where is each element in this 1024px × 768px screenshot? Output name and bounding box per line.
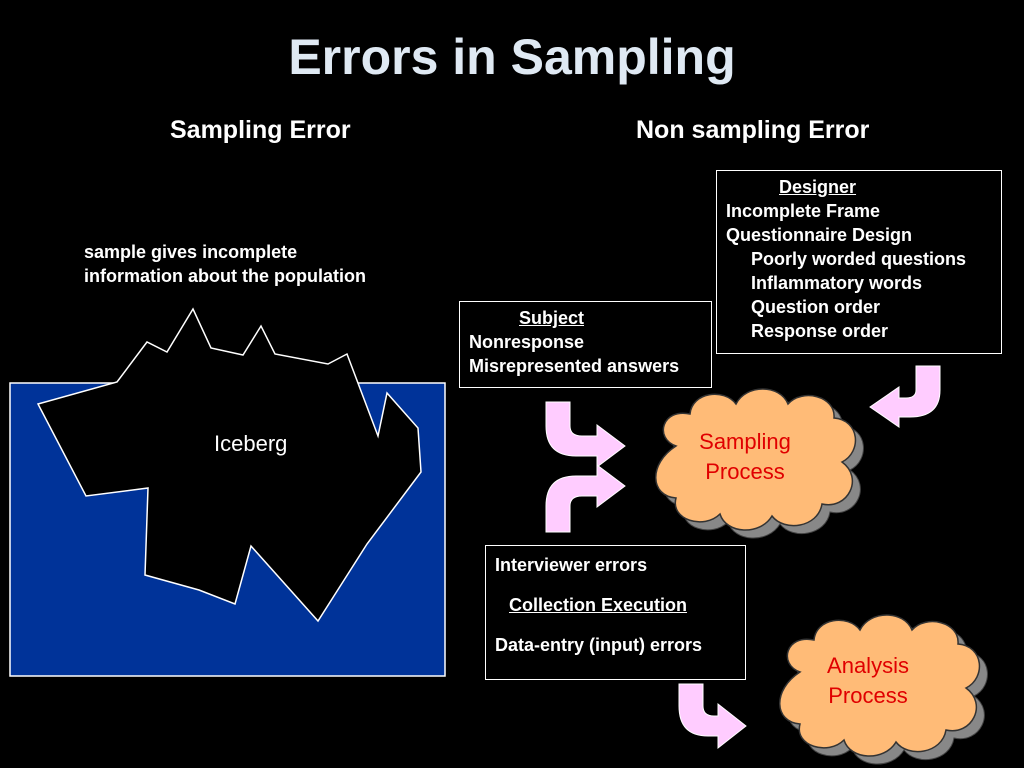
sampling-error-heading: Sampling Error [170,116,351,144]
slide-title: Errors in Sampling [288,29,736,85]
arrow-designer-to-sampling [869,365,941,428]
description-line-1: sample gives incomplete [84,242,298,262]
sampling-error-description: sample gives incomplete information abou… [84,240,366,288]
designer-item: Questionnaire Design [726,225,913,245]
non-sampling-error-heading: Non sampling Error [636,116,870,144]
designer-sub-item: Response order [751,321,889,341]
arrow-collection-to-sampling [545,464,626,533]
designer-sub-item: Poorly worded questions [751,249,967,269]
collection-item-interviewer: Interviewer errors [495,555,648,575]
subject-item: Nonresponse [469,332,585,352]
analysis-process-line-2: Process [828,683,908,708]
designer-box: Designer Incomplete Frame Questionnaire … [716,170,1002,354]
designer-sub-item: Question order [751,297,881,317]
arrow-collection-to-analysis [678,683,747,750]
arrow-subject-to-sampling [545,401,626,468]
collection-item-data-entry: Data-entry (input) errors [495,635,703,655]
analysis-process-label: Analysis Process [778,651,958,711]
analysis-process-line-1: Analysis [827,653,909,678]
sampling-process-line-1: Sampling [699,429,791,454]
designer-item: Incomplete Frame [726,201,881,221]
iceberg-shape [36,307,422,623]
designer-title: Designer [779,177,857,197]
sampling-process-label: Sampling Process [655,427,835,487]
iceberg-label: Iceberg [214,431,288,456]
collection-title: Collection Execution [509,595,688,615]
subject-box: Subject Nonresponse Misrepresented answe… [459,301,712,388]
sampling-process-line-2: Process [705,459,785,484]
designer-sub-item: Inflammatory words [751,273,923,293]
collection-execution-box: Interviewer errors Collection Execution … [485,545,746,680]
subject-item: Misrepresented answers [469,356,680,376]
description-line-2: information about the population [84,266,366,286]
subject-title: Subject [519,308,585,328]
